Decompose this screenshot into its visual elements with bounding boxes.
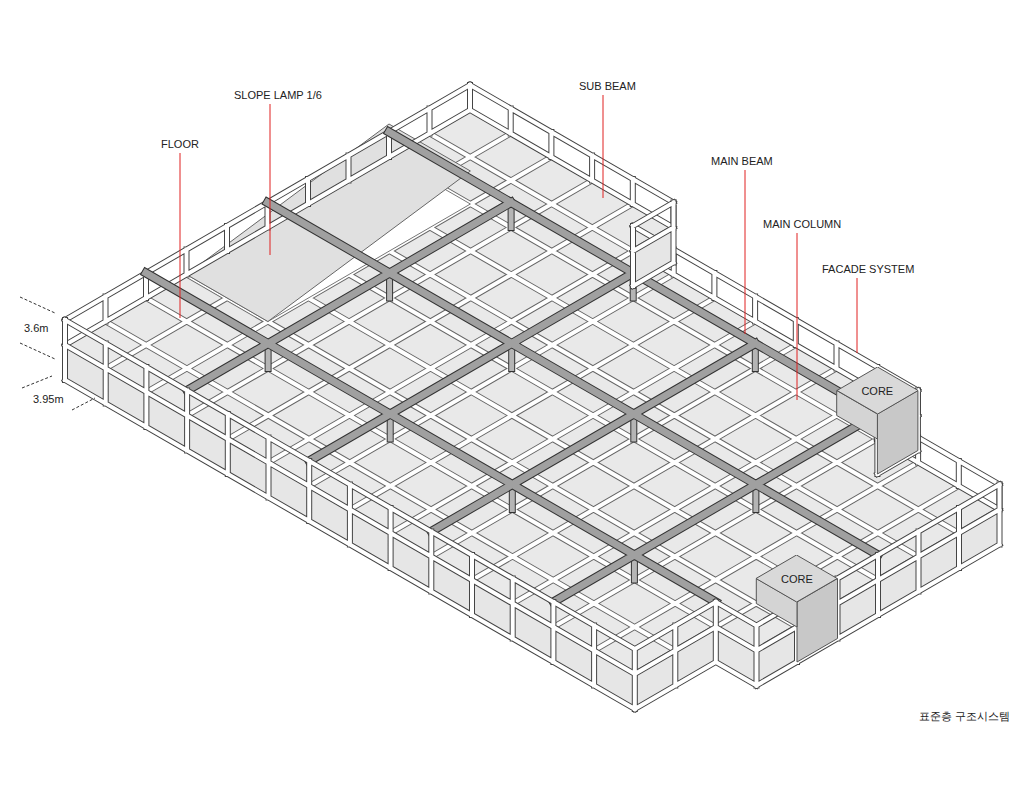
dimension-tick xyxy=(20,297,55,313)
leader-line xyxy=(270,104,271,255)
dimension-tick xyxy=(72,398,95,410)
dimension-box: 3.6m xyxy=(24,322,48,335)
main-beam xyxy=(146,132,878,602)
core-top xyxy=(837,367,918,414)
core-label: CORE xyxy=(861,385,893,397)
part-name: FLOOR xyxy=(161,138,199,150)
core-block: CORE xyxy=(756,555,837,602)
dimension-tick xyxy=(22,376,52,388)
leader-line xyxy=(180,153,181,318)
dimension-tick xyxy=(20,343,55,359)
leader-line xyxy=(603,95,604,198)
leader-line xyxy=(745,170,746,334)
part-name-box: FLOOR xyxy=(161,138,199,151)
part-name-box: SUB BEAM xyxy=(579,80,636,93)
part-name-box: SLOPE LAMP 1/6 xyxy=(234,89,322,102)
main-beam xyxy=(146,132,878,602)
core-block: CORE xyxy=(837,367,918,414)
facade-system xyxy=(65,203,1000,710)
core-top xyxy=(756,555,837,602)
part-name-box: MAIN BEAM xyxy=(711,155,773,168)
part-name: SLOPE LAMP 1/6 xyxy=(234,89,322,101)
core-label-box: CORE xyxy=(756,555,837,602)
part-name: MAIN COLUMN xyxy=(763,218,841,230)
part-name: FACADE SYSTEM xyxy=(822,263,914,275)
leader-line xyxy=(857,278,858,353)
part-name: SUB BEAM xyxy=(579,80,636,92)
dimension: 3.95m xyxy=(33,393,64,405)
dimension: 3.6m xyxy=(24,322,48,334)
facade-system xyxy=(65,203,1000,710)
caption: 표준층 구조시스템 xyxy=(919,709,1010,724)
part-name-box: FACADE SYSTEM xyxy=(822,263,914,276)
dimension-box: 3.95m xyxy=(33,393,64,406)
part-name: MAIN BEAM xyxy=(711,155,773,167)
part-name-box: MAIN COLUMN xyxy=(763,218,841,231)
core-label: CORE xyxy=(781,573,813,585)
leader-line xyxy=(797,233,798,400)
core-label-box: CORE xyxy=(837,367,918,414)
